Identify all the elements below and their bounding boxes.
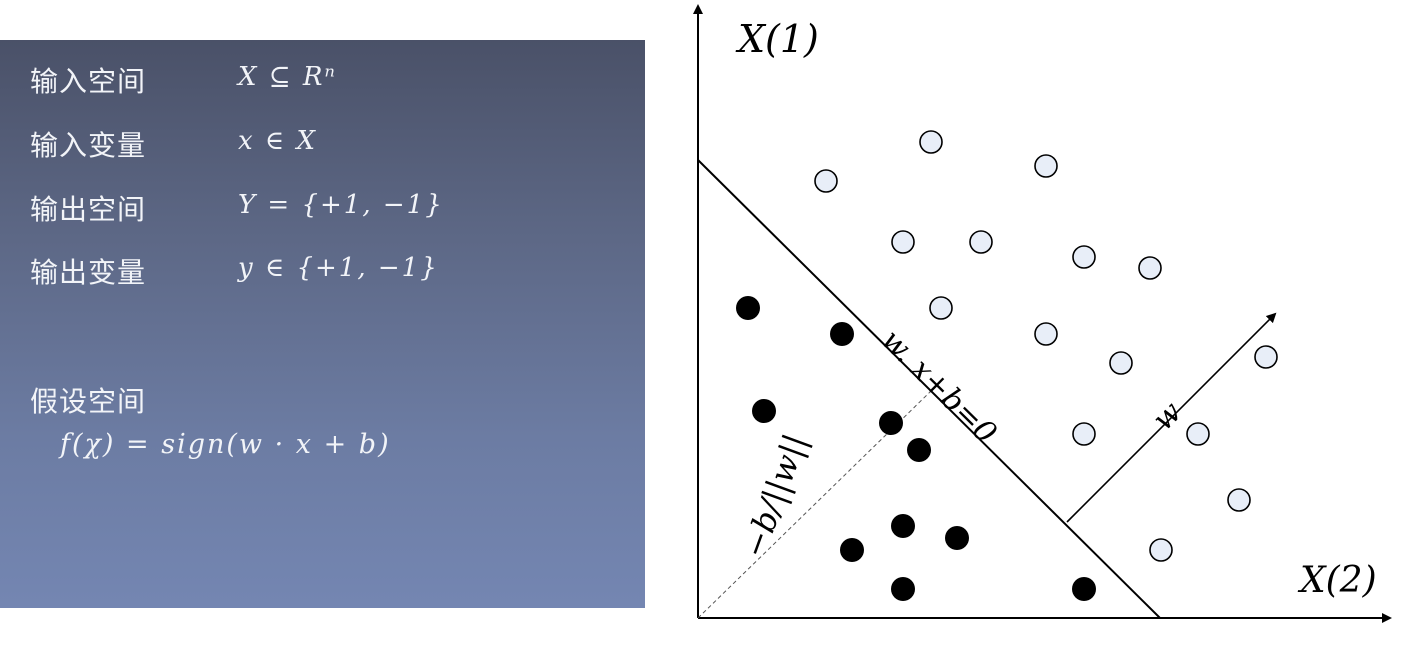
- negative-point-8: [840, 538, 864, 562]
- output-space-label: 输出空间: [30, 193, 147, 226]
- input-space-label: 输入空间: [30, 65, 147, 98]
- input-variable-label: 输入变量: [30, 129, 147, 162]
- output-variable-math: y ∈ {+1, −1}: [238, 253, 439, 283]
- negative-points: [736, 296, 1096, 601]
- positive-point-11: [1254, 345, 1278, 369]
- negative-point-4: [879, 411, 903, 435]
- separating-hyperplane: [697, 159, 1161, 619]
- positive-point-6: [1072, 245, 1096, 269]
- positive-point-13: [1186, 422, 1210, 446]
- y-axis-label-text: X(1): [735, 17, 819, 61]
- positive-point-5: [969, 230, 993, 254]
- positive-point-3: [1034, 154, 1058, 178]
- normal-vector-w: [1066, 312, 1277, 523]
- distance-label: −b/||w||: [735, 429, 815, 563]
- negative-point-5: [907, 438, 931, 462]
- positive-point-2: [919, 130, 943, 154]
- output-space-math: Y = {+1, −1}: [238, 190, 444, 220]
- negative-point-9: [891, 577, 915, 601]
- positive-point-1: [814, 169, 838, 193]
- negative-point-6: [891, 514, 915, 538]
- positive-point-9: [1034, 322, 1058, 346]
- positive-points: [814, 130, 1278, 562]
- output-variable-label: 输出变量: [30, 256, 147, 289]
- normal-vector-label: w: [1146, 395, 1189, 438]
- positive-point-14: [1227, 488, 1251, 512]
- positive-point-10: [1109, 351, 1133, 375]
- positive-point-8: [929, 296, 953, 320]
- positive-point-15: [1149, 538, 1173, 562]
- positive-point-7: [1138, 256, 1162, 280]
- negative-point-3: [752, 399, 776, 423]
- hypothesis-space-label: 假设空间: [30, 385, 147, 418]
- y-axis-label: X(1): [735, 17, 819, 61]
- negative-point-7: [945, 526, 969, 550]
- hypothesis-formula: f(χ) = sign(w · x + b): [60, 429, 391, 460]
- input-variable-math: x ∈ X: [238, 126, 317, 156]
- negative-point-10: [1072, 577, 1096, 601]
- positive-point-12: [1072, 422, 1096, 446]
- perceptron-diagram: X(1) X(2) w. x+b=0 w −b/||w||: [693, 4, 1392, 623]
- distance-dashed-line: [697, 390, 932, 619]
- slide-panel: 输入空间 X ⊆ Rⁿ 输入变量 x ∈ X 输出空间 Y = {+1, −1}…: [0, 40, 645, 608]
- positive-point-4: [891, 230, 915, 254]
- input-space-math: X ⊆ Rⁿ: [238, 62, 337, 92]
- x-axis-label-text: X(2): [1297, 560, 1377, 601]
- negative-point-1: [736, 296, 760, 320]
- x-axis-label: X(2): [1297, 560, 1377, 601]
- negative-point-2: [830, 322, 854, 346]
